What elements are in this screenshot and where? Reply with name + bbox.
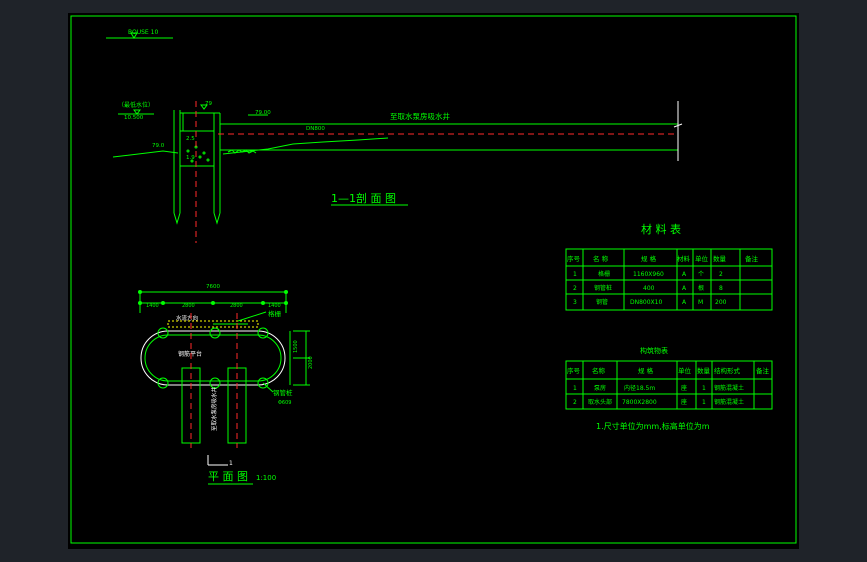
post-label: 钢管桩 [273,388,293,397]
pipe-destination: 至取水泵房吸水井 [390,111,450,121]
drawing-frame [70,15,797,544]
str-r1-no: 1 [573,385,577,392]
plan-title: 平 面 图 [208,470,248,483]
str-r2-type: 钢筋混凝土 [714,398,744,406]
pipe-dn: DN800 [306,126,325,132]
water-level-label: （最低水位） [118,101,154,109]
str-r2-unit: 座 [681,398,687,406]
mat-header-material: 材料 [677,254,691,263]
str-r1-name: 泵房 [594,384,606,392]
overall-dim: 7600 [206,284,220,290]
str-r1-type: 钢筋混凝土 [714,384,744,392]
mat-r3-qty: 200 [715,299,727,306]
top-note: BOUSE 10 [128,29,158,36]
structures-title: 构筑物表 [640,346,668,355]
mat-r1-mat: A [682,271,687,278]
str-r2-qty: 1 [702,399,706,406]
str-r2-spec: 7800X2800 [622,399,657,406]
elev-left: 79.0 [152,143,165,149]
str-header-spec: 规 格 [638,366,654,375]
section-view: （最低水位） 10.500 79.0 79 79.00 2.5 1.9 [112,101,683,243]
section-mark: 1 [229,460,233,467]
cad-drawing: BOUSE 10 （最低水位） 10.500 79.0 79 79.00 2.5… [70,15,797,544]
height-2: 1.9 [186,155,195,161]
mat-header-name: 名 称 [593,254,609,263]
materials-title: 材 料 表 [641,222,681,236]
mat-r3-name: 钢管 [596,298,608,306]
mat-r3-unit: M [698,299,703,306]
mat-r2-qty: 8 [719,285,723,292]
post-size: Φ609 [278,400,291,406]
units-note: 1.尺寸单位为mm,标高单位为m [596,421,710,431]
mat-r3-spec: DN800X10 [630,299,662,306]
mat-r1-no: 1 [573,271,577,278]
str-r1-spec: 内径18.5m [624,384,655,392]
mat-r1-qty: 2 [719,271,723,278]
dim-1: 1400 [146,303,159,309]
str-header-name: 名称 [592,366,606,375]
str-header-remark: 备注 [756,366,770,375]
mat-header-unit: 单位 [695,254,709,263]
mat-r2-mat: A [682,285,687,292]
mat-r1-unit: 个 [698,271,704,278]
plan-view: 7600 1400 2800 2800 1400 格栅 水流方向 钢筋平台 至取… [138,284,314,485]
vdim-2: 2000 [308,356,314,369]
mat-r2-no: 2 [573,285,577,292]
grating-label: 格栅 [268,309,282,318]
drawing-sheet: BOUSE 10 （最低水位） 10.500 79.0 79 79.00 2.5… [68,13,799,549]
mat-r2-name: 钢管桩 [594,284,612,292]
section-title: 1—1剖 面 图 [331,191,396,205]
mat-r2-unit: 根 [698,284,704,292]
elev-right: 79.00 [255,110,271,116]
materials-table: 材 料 表 序号 名 称 规 格 材料 单位 数量 备注 1 格栅 1160X9… [565,222,773,311]
mat-r1-name: 格栅 [598,270,610,278]
dim-3: 2800 [230,303,243,309]
mat-header-qty: 数量 [713,254,727,263]
platform-label: 钢筋平台 [178,350,202,358]
water-level-value: 10.500 [124,115,144,121]
mat-r3-no: 3 [573,299,577,306]
vdim-1: 1500 [293,340,299,353]
str-header-no: 序号 [567,366,581,375]
mat-header-spec: 规 格 [641,254,657,263]
str-r2-name: 取水头部 [588,398,612,406]
water-direction-label: 水流方向 [176,314,198,322]
dim-2: 2800 [182,303,195,309]
dim-4: 1400 [268,303,281,309]
mat-header-no: 序号 [567,254,581,263]
plan-pipe-label: 至取水泵房吸水井 [210,386,218,431]
str-header-type: 结构形式 [714,366,741,375]
str-header-unit: 单位 [678,366,692,375]
str-r1-qty: 1 [702,385,706,392]
mat-r2-spec: 400 [643,285,655,292]
str-r1-unit: 座 [681,384,687,392]
elev-top: 79 [205,101,212,107]
str-r2-no: 2 [573,399,577,406]
plan-scale: 1:100 [256,474,276,482]
structures-table: 构筑物表 序号 名称 规 格 单位 数量 结构形式 备注 1 泵房 内径18.5… [565,346,773,410]
mat-r3-mat: A [682,299,687,306]
height-1: 2.5 [186,136,195,142]
mat-r1-spec: 1160X960 [633,271,664,278]
mat-header-remark: 备注 [745,254,759,263]
str-header-qty: 数量 [697,366,711,375]
